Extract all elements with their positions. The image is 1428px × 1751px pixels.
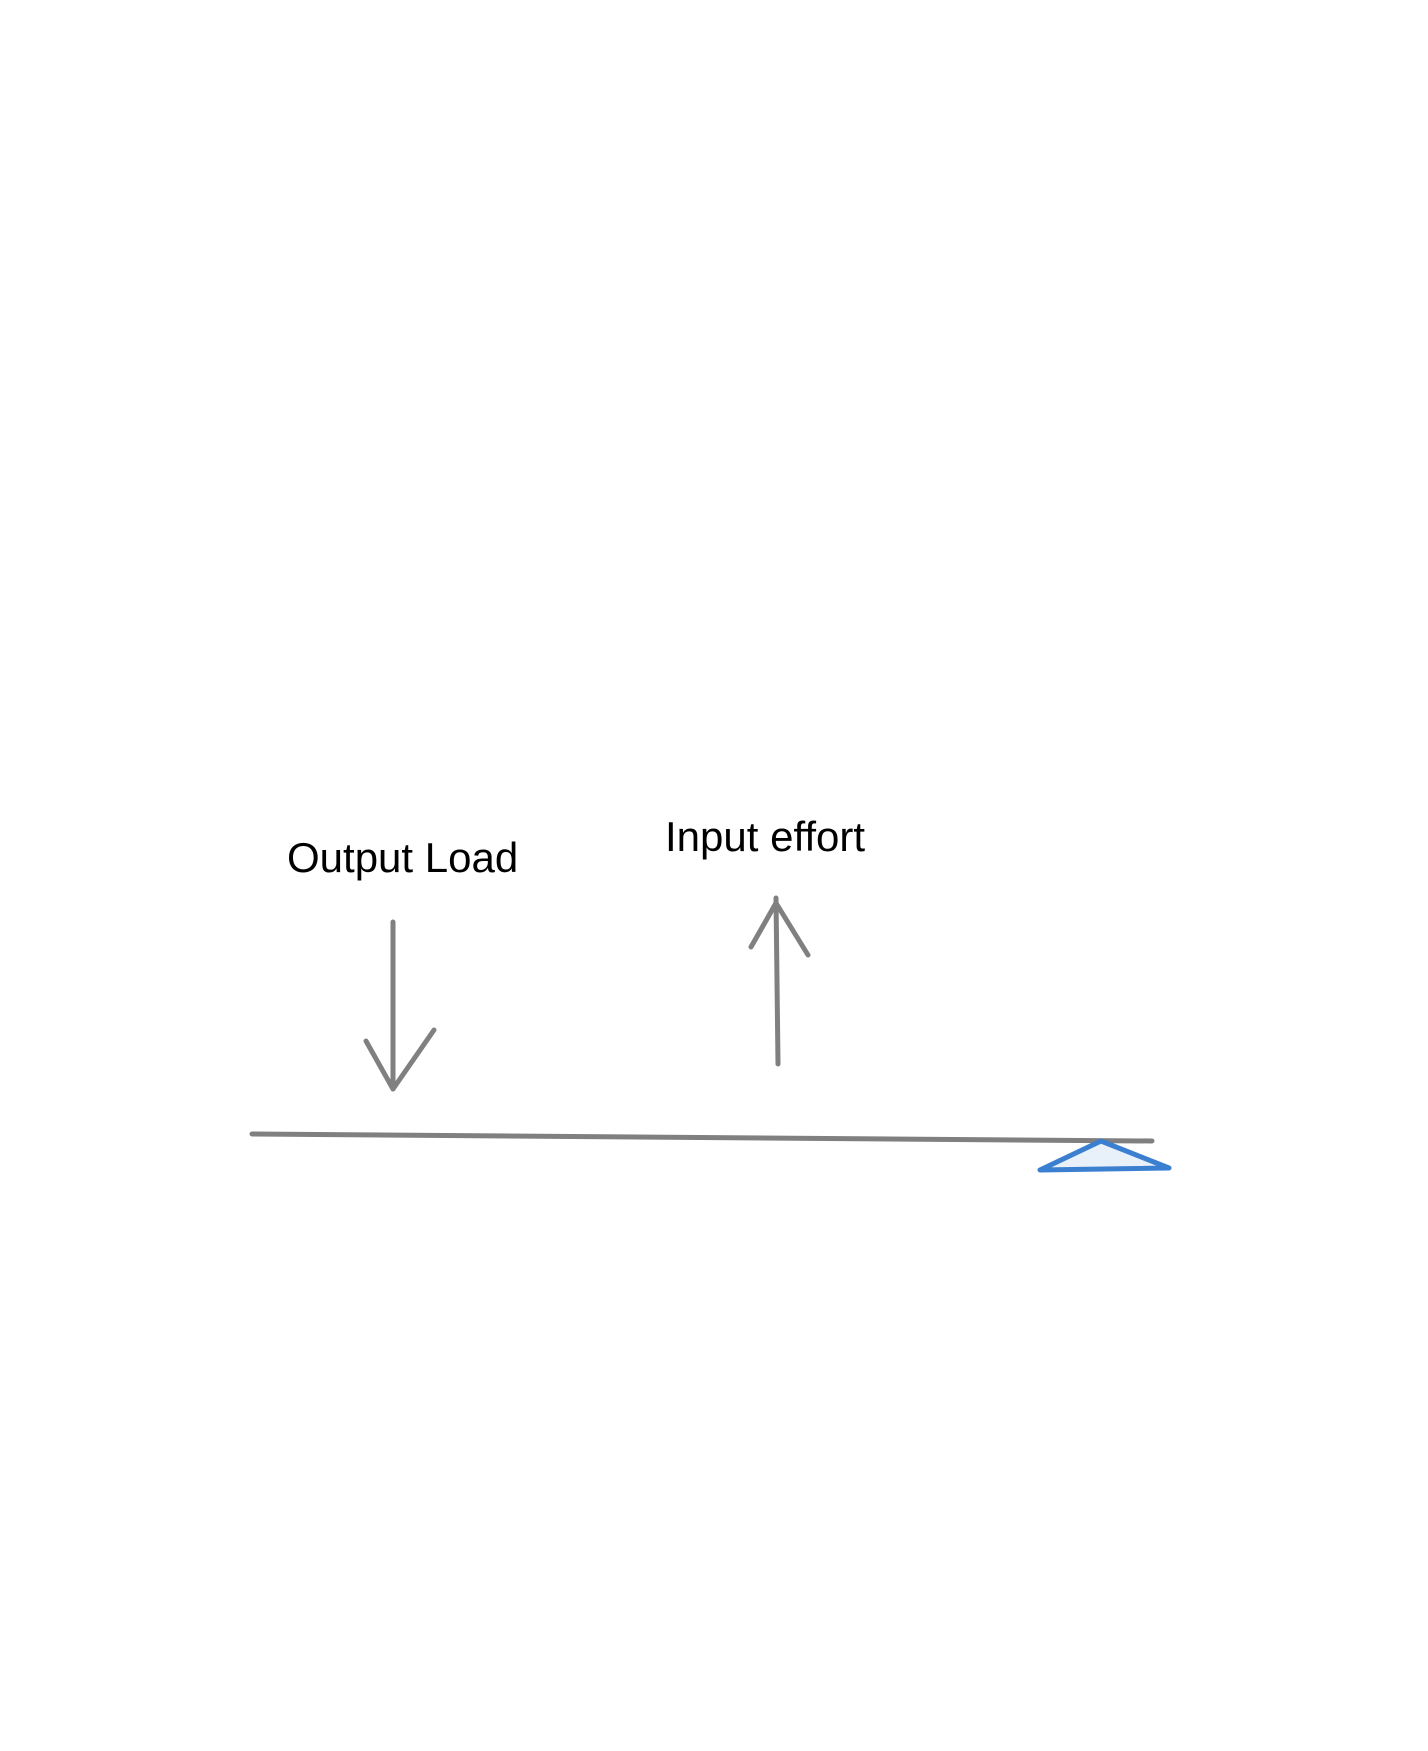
input-effort-arrow (748, 895, 811, 1067)
input-effort-label: Input effort (665, 813, 865, 860)
output-load-label: Output Load (287, 834, 518, 881)
fulcrum-triangle (1037, 1138, 1172, 1173)
lever-beam (249, 1131, 1155, 1144)
output-load-arrow (363, 919, 437, 1092)
